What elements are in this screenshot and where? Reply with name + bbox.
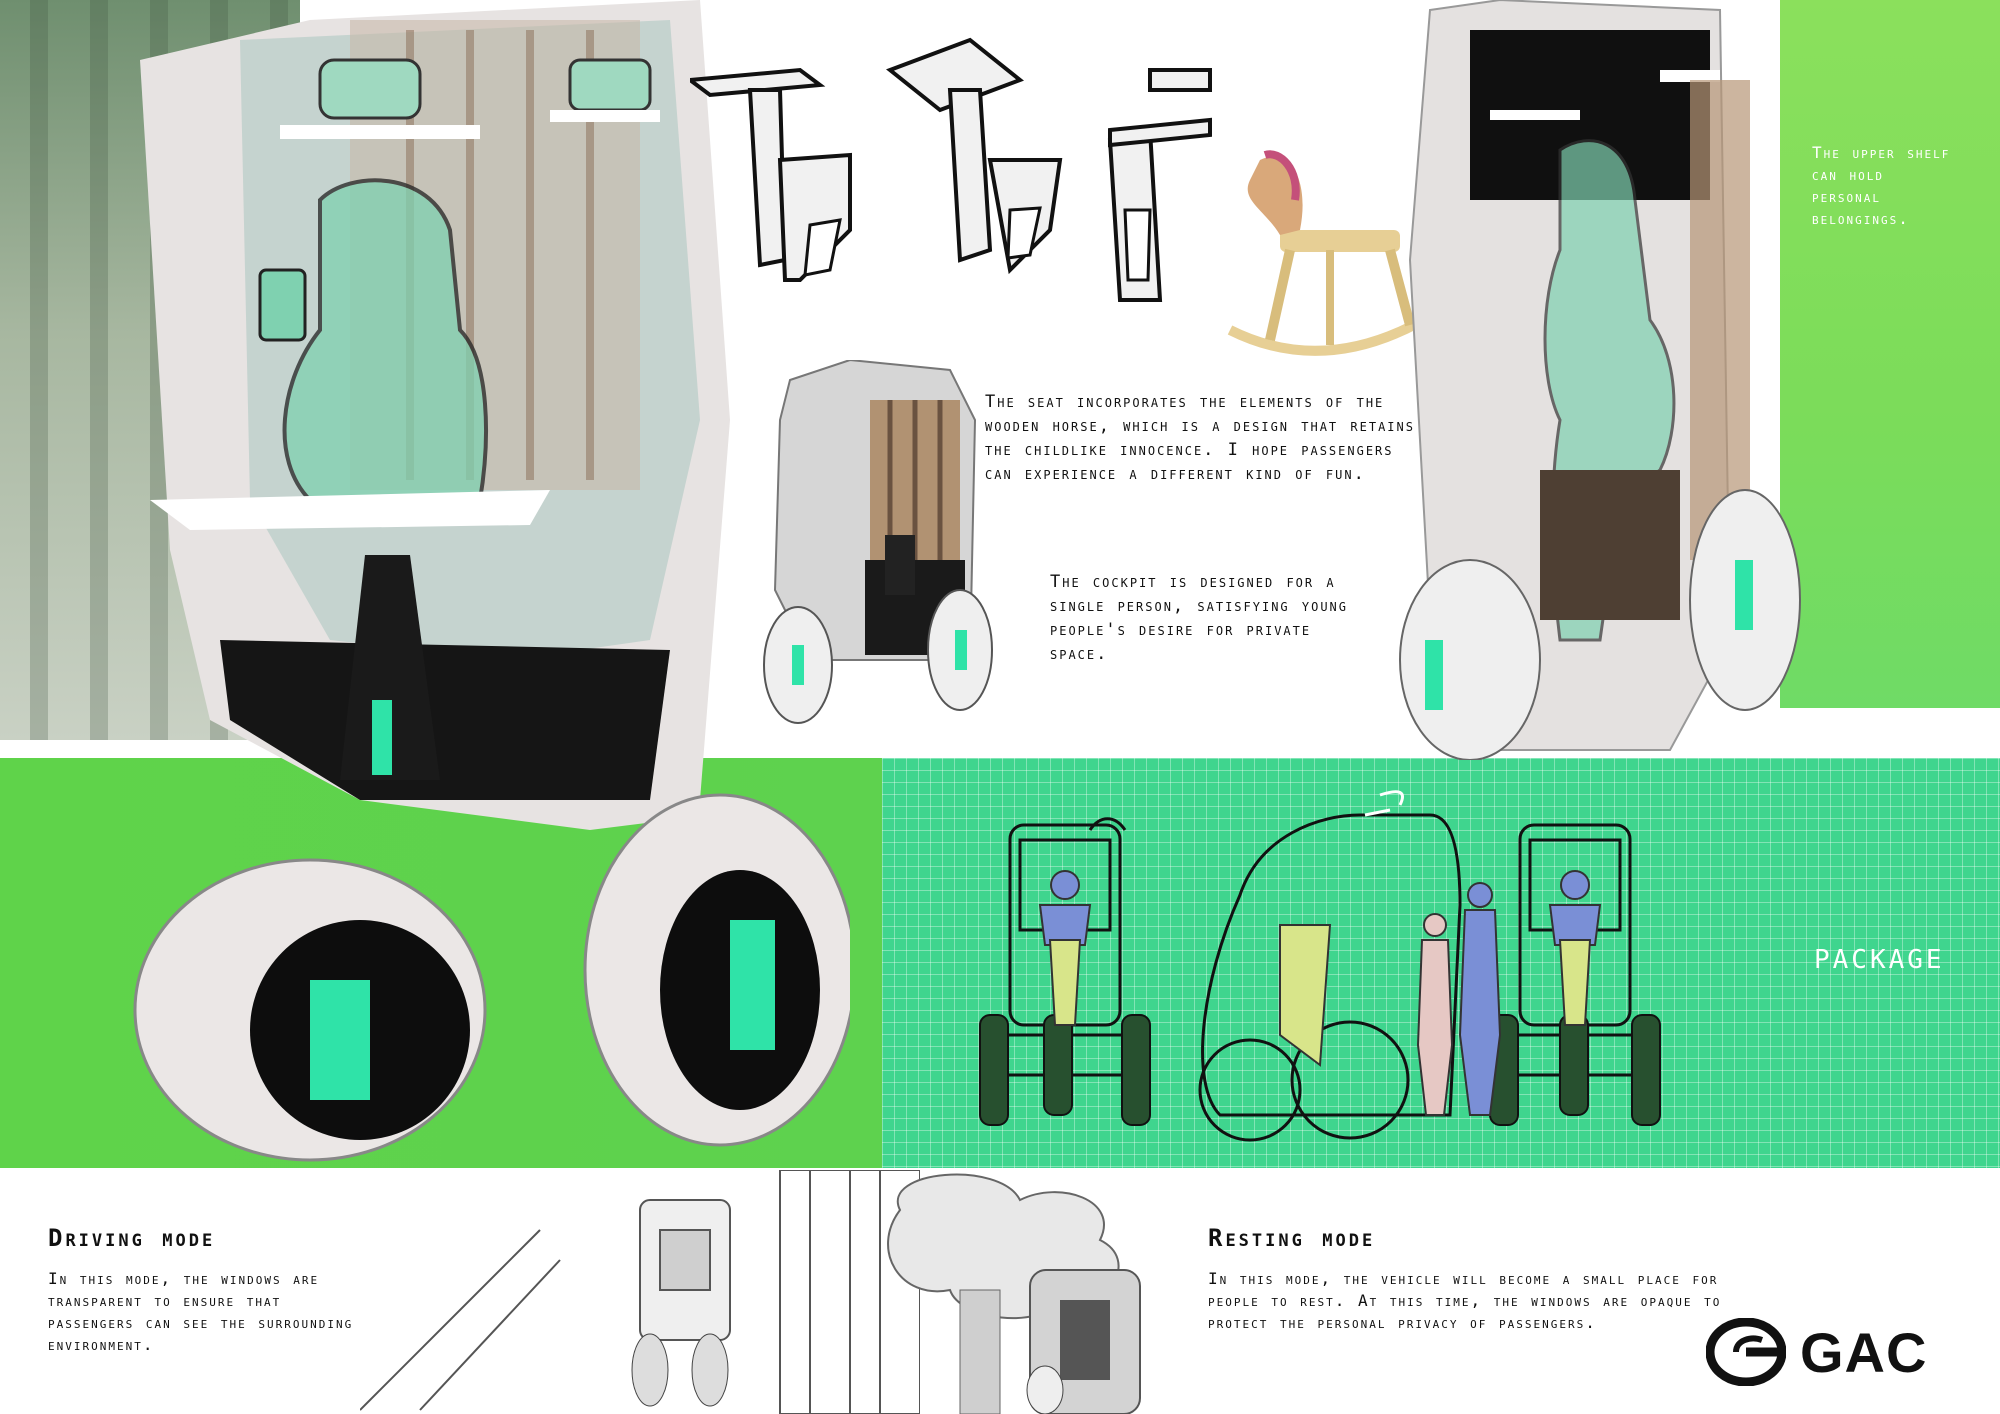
seat-note: The seat incorporates the elements of th… <box>985 392 1415 484</box>
main-vehicle-render <box>133 0 850 1162</box>
driving-mode-desc: In this mode, the windows are transparen… <box>48 1269 354 1354</box>
green-backdrop <box>1780 0 2000 708</box>
package-drawings <box>979 790 1661 1142</box>
cockpit-note: The cockpit is designed for a single per… <box>1050 572 1349 664</box>
driving-mode-section: Driving mode In this mode, the windows a… <box>48 1224 368 1356</box>
small-vehicle-render <box>763 360 993 724</box>
resting-mode-title: Resting mode <box>1208 1224 1376 1252</box>
open-cockpit-render <box>1399 0 1801 760</box>
driving-sketch <box>360 1170 920 1414</box>
resting-mode-desc: In this mode, the vehicle will become a … <box>1208 1269 1722 1332</box>
gac-emblem-icon <box>1706 1318 1786 1386</box>
brand-logo: GAC <box>1706 1318 1927 1386</box>
resting-sketch <box>887 1173 1141 1414</box>
package-label: PACKAGE <box>1814 945 1945 975</box>
driving-mode-title: Driving mode <box>48 1224 216 1252</box>
shelf-note: The upper shelf can hold personal belong… <box>1812 143 1951 228</box>
seat-sketches <box>690 37 1212 302</box>
resting-mode-section: Resting mode In this mode, the vehicle w… <box>1208 1224 1768 1334</box>
brand-name: GAC <box>1800 1320 1928 1384</box>
